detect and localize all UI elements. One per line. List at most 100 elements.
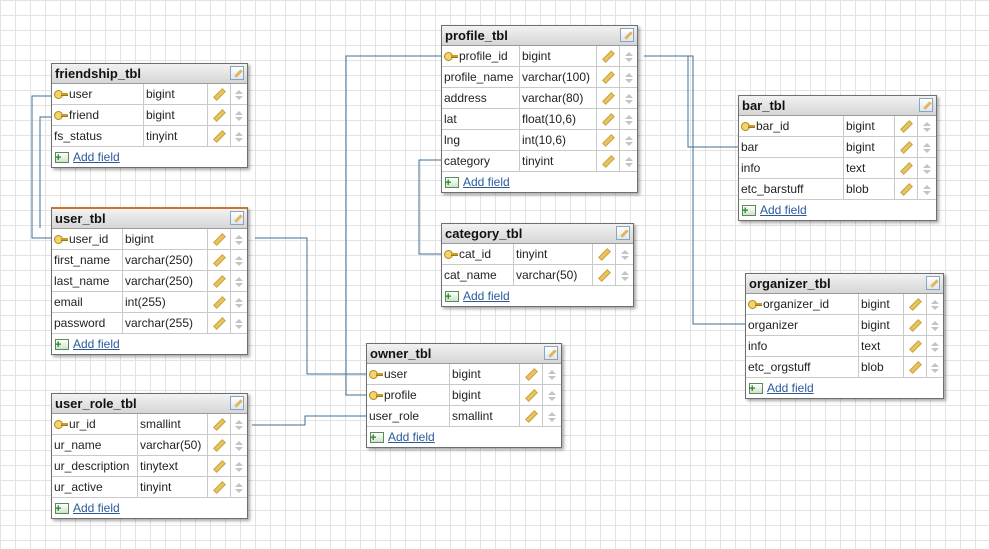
reorder-field-cell[interactable] xyxy=(927,315,943,335)
add-field-link[interactable]: Add field xyxy=(463,289,510,303)
edit-field-cell[interactable] xyxy=(520,364,543,384)
add-field-link[interactable]: Add field xyxy=(388,430,435,444)
reorder-arrows-icon[interactable] xyxy=(624,93,633,104)
reorder-arrows-icon[interactable] xyxy=(235,482,243,493)
reorder-field-cell[interactable] xyxy=(620,88,637,108)
edit-field-cell[interactable] xyxy=(904,357,927,377)
reorder-field-cell[interactable] xyxy=(620,130,637,150)
edit-field-cell[interactable] xyxy=(520,406,543,426)
pencil-icon[interactable] xyxy=(899,161,913,175)
pencil-icon[interactable] xyxy=(212,87,226,101)
reorder-arrows-icon[interactable] xyxy=(923,184,931,195)
relation-line[interactable] xyxy=(644,55,739,148)
pencil-icon[interactable] xyxy=(524,388,538,402)
reorder-field-cell[interactable] xyxy=(918,179,936,199)
add-field-icon[interactable] xyxy=(370,428,384,448)
reorder-arrows-icon[interactable] xyxy=(235,131,243,142)
reorder-arrows-icon[interactable] xyxy=(923,121,931,132)
reorder-field-cell[interactable] xyxy=(231,105,247,125)
reorder-arrows-icon[interactable] xyxy=(235,276,243,287)
reorder-arrows-icon[interactable] xyxy=(624,156,633,167)
edit-field-cell[interactable] xyxy=(208,229,231,249)
table-title[interactable]: owner_tbl xyxy=(367,344,561,364)
edit-table-icon[interactable] xyxy=(230,396,244,410)
table-title[interactable]: user_tbl xyxy=(52,209,247,229)
pencil-icon[interactable] xyxy=(601,49,615,63)
edit-field-cell[interactable] xyxy=(520,385,543,405)
table-title[interactable]: category_tbl xyxy=(442,224,633,244)
pencil-icon[interactable] xyxy=(601,133,615,147)
reorder-arrows-icon[interactable] xyxy=(624,114,633,125)
reorder-field-cell[interactable] xyxy=(918,116,936,136)
edit-table-icon[interactable] xyxy=(620,28,634,42)
edit-field-cell[interactable] xyxy=(895,116,918,136)
reorder-arrows-icon[interactable] xyxy=(235,440,243,451)
table-title[interactable]: user_role_tbl xyxy=(52,394,247,414)
reorder-field-cell[interactable] xyxy=(231,435,247,455)
pencil-icon[interactable] xyxy=(601,112,615,126)
reorder-field-cell[interactable] xyxy=(543,406,561,426)
pencil-icon[interactable] xyxy=(908,297,922,311)
reorder-field-cell[interactable] xyxy=(231,126,247,146)
relation-line[interactable] xyxy=(252,415,367,426)
add-field-icon[interactable] xyxy=(55,148,69,168)
reorder-arrows-icon[interactable] xyxy=(548,411,556,422)
reorder-field-cell[interactable] xyxy=(543,385,561,405)
reorder-arrows-icon[interactable] xyxy=(235,89,243,100)
reorder-field-cell[interactable] xyxy=(231,313,247,333)
edit-field-cell[interactable] xyxy=(208,271,231,291)
pencil-icon[interactable] xyxy=(908,360,922,374)
reorder-field-cell[interactable] xyxy=(231,271,247,291)
pencil-icon[interactable] xyxy=(908,318,922,332)
table-title[interactable]: organizer_tbl xyxy=(746,274,943,294)
pencil-icon[interactable] xyxy=(597,268,611,282)
add-field-link[interactable]: Add field xyxy=(73,150,120,164)
add-field-icon[interactable] xyxy=(445,173,459,193)
relation-line[interactable] xyxy=(31,95,52,239)
edit-field-cell[interactable] xyxy=(593,244,616,264)
edit-table-icon[interactable] xyxy=(919,98,933,112)
reorder-field-cell[interactable] xyxy=(927,294,943,314)
reorder-arrows-icon[interactable] xyxy=(235,234,243,245)
edit-field-cell[interactable] xyxy=(208,477,231,497)
pencil-icon[interactable] xyxy=(597,247,611,261)
reorder-arrows-icon[interactable] xyxy=(548,390,556,401)
edit-field-cell[interactable] xyxy=(208,292,231,312)
pencil-icon[interactable] xyxy=(212,108,226,122)
add-field-icon[interactable] xyxy=(742,201,756,221)
edit-field-cell[interactable] xyxy=(904,315,927,335)
reorder-field-cell[interactable] xyxy=(620,67,637,87)
edit-field-cell[interactable] xyxy=(208,313,231,333)
pencil-icon[interactable] xyxy=(601,70,615,84)
edit-field-cell[interactable] xyxy=(895,137,918,157)
add-field-link[interactable]: Add field xyxy=(73,337,120,351)
reorder-arrows-icon[interactable] xyxy=(931,299,939,310)
reorder-arrows-icon[interactable] xyxy=(624,51,633,62)
pencil-icon[interactable] xyxy=(212,274,226,288)
